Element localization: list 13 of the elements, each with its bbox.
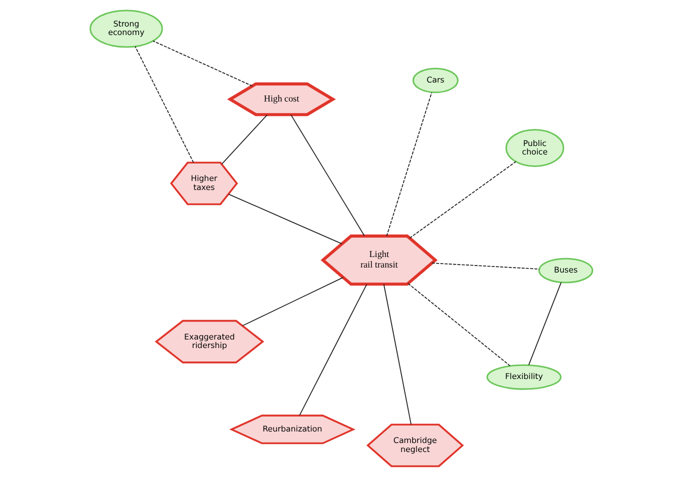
connector (408, 161, 516, 239)
connector (528, 282, 562, 366)
connector (382, 284, 412, 426)
connector (220, 114, 268, 165)
connector (430, 262, 539, 270)
connector (134, 46, 194, 164)
connector (152, 40, 252, 86)
connector (407, 283, 510, 366)
connector (386, 92, 432, 237)
connector (290, 114, 364, 236)
connector (228, 194, 342, 244)
connector (298, 284, 367, 416)
connector (242, 276, 344, 326)
